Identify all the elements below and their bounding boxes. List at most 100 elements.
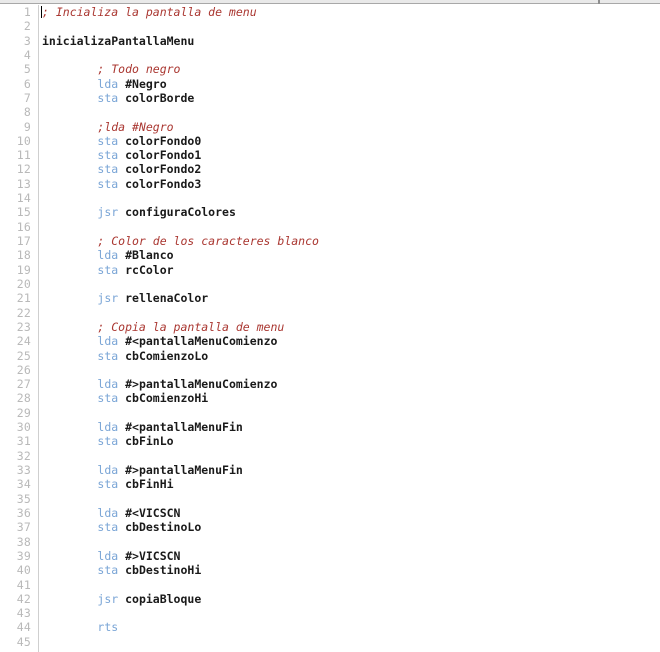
code-line[interactable]: 30 lda #<pantallaMenuFin bbox=[0, 420, 660, 434]
code-line[interactable]: 44 rts bbox=[0, 620, 660, 634]
token-operand: cbDestinoLo bbox=[125, 520, 202, 535]
code-line[interactable]: 9 ;lda #Negro bbox=[0, 120, 660, 134]
token-mnemonic: sta bbox=[97, 520, 126, 535]
code-line-text[interactable]: jsr rellenaColor bbox=[42, 291, 208, 305]
code-line-text[interactable]: ; Todo negro bbox=[42, 62, 180, 76]
code-line-text[interactable]: sta colorFondo2 bbox=[42, 162, 201, 176]
code-line-text[interactable]: lda #>pantallaMenuComienzo bbox=[42, 377, 277, 391]
code-line-text[interactable]: jsr copiaBloque bbox=[42, 592, 201, 606]
code-line[interactable]: 41 bbox=[0, 578, 660, 592]
code-line[interactable]: 27 lda #>pantallaMenuComienzo bbox=[0, 377, 660, 391]
code-line-text[interactable]: sta colorFondo1 bbox=[42, 148, 201, 162]
code-line[interactable]: 2 bbox=[0, 19, 660, 33]
code-line[interactable]: 16 bbox=[0, 220, 660, 234]
code-line[interactable]: 15 jsr configuraColores bbox=[0, 205, 660, 219]
code-line[interactable]: 38 bbox=[0, 535, 660, 549]
code-line-text[interactable]: lda #Negro bbox=[42, 77, 166, 91]
code-line-text[interactable]: sta colorFondo0 bbox=[42, 134, 201, 148]
code-line-text[interactable]: sta cbDestinoLo bbox=[42, 520, 201, 534]
line-number: 36 bbox=[16, 505, 31, 520]
code-line[interactable]: 26 bbox=[0, 363, 660, 377]
code-line[interactable]: 17 ; Color de los caracteres blanco bbox=[0, 234, 660, 248]
code-line[interactable]: 45 bbox=[0, 635, 660, 649]
code-line[interactable]: 12 sta colorFondo2 bbox=[0, 162, 660, 176]
token-operand: #Blanco bbox=[125, 248, 174, 263]
code-line-text[interactable]: sta cbFinHi bbox=[42, 477, 173, 491]
code-line-text[interactable]: sta colorFondo3 bbox=[42, 177, 201, 191]
code-line[interactable]: 22 bbox=[0, 306, 660, 320]
code-line-text[interactable]: lda #<pantallaMenuFin bbox=[42, 420, 242, 434]
code-line-text[interactable]: lda #<pantallaMenuComienzo bbox=[42, 334, 277, 348]
code-line[interactable]: 4 bbox=[0, 48, 660, 62]
code-line[interactable]: 18 lda #Blanco bbox=[0, 248, 660, 262]
token-mnemonic: sta bbox=[97, 148, 126, 163]
code-line-text[interactable]: sta cbDestinoHi bbox=[42, 563, 201, 577]
code-line-text[interactable]: ; Color de los caracteres blanco bbox=[42, 234, 319, 248]
code-line[interactable]: 34 sta cbFinHi bbox=[0, 477, 660, 491]
code-line-text[interactable]: lda #Blanco bbox=[42, 248, 174, 263]
token-operand: #>VICSCN bbox=[125, 548, 181, 563]
token-operand: colorFondo3 bbox=[125, 176, 202, 191]
code-line-text[interactable]: sta cbComienzoHi bbox=[42, 391, 208, 405]
line-number: 9 bbox=[23, 119, 31, 134]
code-line[interactable]: 37 sta cbDestinoLo bbox=[0, 520, 660, 534]
token-operand: rcColor bbox=[125, 262, 174, 277]
code-line-text[interactable]: lda #<VICSCN bbox=[42, 506, 180, 520]
code-line[interactable]: 35 bbox=[0, 492, 660, 506]
line-number: 24 bbox=[16, 334, 31, 349]
token-mnemonic: rts bbox=[97, 620, 119, 635]
code-line[interactable]: 20 bbox=[0, 277, 660, 291]
line-number: 2 bbox=[23, 19, 31, 34]
code-line[interactable]: 24 lda #<pantallaMenuComienzo bbox=[0, 334, 660, 348]
code-line[interactable]: 43 bbox=[0, 606, 660, 620]
line-number: 22 bbox=[16, 305, 31, 320]
code-line-text[interactable]: sta rcColor bbox=[42, 262, 174, 277]
code-line-text[interactable]: sta cbComienzoLo bbox=[42, 349, 208, 363]
token-mnemonic: lda bbox=[97, 248, 126, 263]
line-number: 44 bbox=[16, 620, 31, 635]
token-mnemonic: sta bbox=[97, 162, 126, 177]
code-line[interactable]: 10 sta colorFondo0 bbox=[0, 134, 660, 148]
code-line[interactable]: 5 ; Todo negro bbox=[0, 62, 660, 76]
code-line[interactable]: 8 bbox=[0, 105, 660, 119]
code-line[interactable]: 29 bbox=[0, 406, 660, 420]
code-line-text[interactable]: rts bbox=[42, 620, 118, 634]
code-line[interactable]: 25 sta cbComienzoLo bbox=[0, 349, 660, 363]
code-line-text[interactable]: lda #>pantallaMenuFin bbox=[42, 463, 242, 477]
code-line[interactable]: 13 sta colorFondo3 bbox=[0, 177, 660, 191]
code-line[interactable]: 36 lda #<VICSCN bbox=[0, 506, 660, 520]
code-line[interactable]: 19 sta rcColor bbox=[0, 263, 660, 277]
code-line-text[interactable]: lda #>VICSCN bbox=[42, 549, 180, 563]
indent-whitespace bbox=[42, 77, 97, 91]
code-line[interactable]: 14 bbox=[0, 191, 660, 205]
code-line[interactable]: 42 jsr copiaBloque bbox=[0, 592, 660, 606]
code-line[interactable]: 31 sta cbFinLo bbox=[0, 434, 660, 448]
code-line[interactable]: 40 sta cbDestinoHi bbox=[0, 563, 660, 577]
code-line[interactable]: 39 lda #>VICSCN bbox=[0, 549, 660, 563]
token-mnemonic: sta bbox=[97, 133, 126, 148]
code-line-text[interactable]: ; Incializa la pantalla de menu bbox=[42, 5, 257, 19]
code-line[interactable]: 21 jsr rellenaColor bbox=[0, 291, 660, 305]
code-line[interactable]: 1; Incializa la pantalla de menu bbox=[0, 5, 660, 19]
token-comment: ; Incializa la pantalla de menu bbox=[42, 5, 257, 19]
code-line-text[interactable]: sta colorBorde bbox=[42, 91, 194, 105]
code-line-text[interactable]: jsr configuraColores bbox=[42, 205, 235, 219]
code-line[interactable]: 7 sta colorBorde bbox=[0, 91, 660, 105]
code-line[interactable]: 23 ; Copia la pantalla de menu bbox=[0, 320, 660, 334]
code-line[interactable]: 6 lda #Negro bbox=[0, 77, 660, 91]
token-operand: #<pantallaMenuComienzo bbox=[125, 334, 278, 349]
code-line-text[interactable]: sta cbFinLo bbox=[42, 434, 173, 448]
code-line[interactable]: 33 lda #>pantallaMenuFin bbox=[0, 463, 660, 477]
code-line[interactable]: 28 sta cbComienzoHi bbox=[0, 391, 660, 405]
line-number: 6 bbox=[23, 76, 31, 91]
code-line-text[interactable]: ;lda #Negro bbox=[42, 120, 173, 134]
code-line-text[interactable]: inicializaPantallaMenu bbox=[42, 34, 194, 48]
code-line[interactable]: 32 bbox=[0, 449, 660, 463]
indent-whitespace bbox=[42, 549, 97, 563]
token-comment: ; Copia la pantalla de menu bbox=[97, 319, 285, 334]
code-line-text[interactable]: ; Copia la pantalla de menu bbox=[42, 320, 284, 334]
code-line[interactable]: 11 sta colorFondo1 bbox=[0, 148, 660, 162]
